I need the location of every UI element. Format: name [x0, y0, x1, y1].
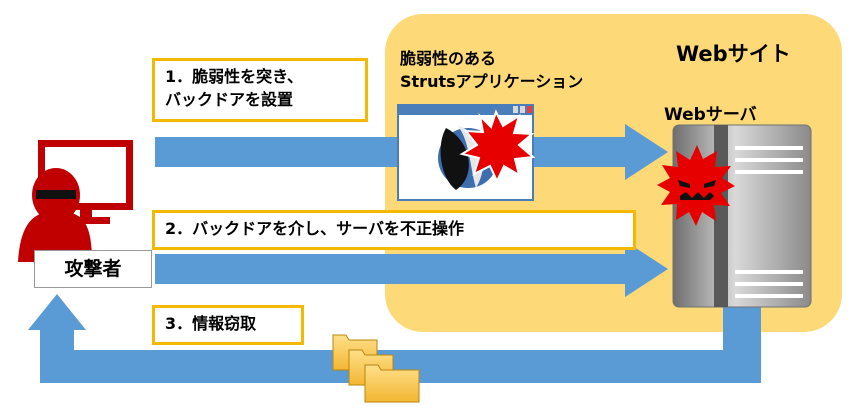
arrow-2-control-server — [155, 241, 668, 297]
step-1-line1: 1．脆弱性を突き、 — [165, 67, 304, 86]
stolen-files-icon — [332, 334, 420, 403]
step-3-box: 3．情報窃取 — [152, 305, 304, 345]
malware-virus-icon — [657, 145, 735, 226]
struts-app-window — [397, 104, 536, 201]
burst-icon — [459, 109, 536, 184]
step-2-box: 2．バックドアを介し、サーバを不正操作 — [152, 210, 636, 250]
vulnerable-app-label: 脆弱性のある Strutsアプリケーション — [400, 47, 583, 93]
attacker-label: 攻撃者 — [34, 250, 152, 288]
arrow-1-install-backdoor — [155, 124, 668, 180]
vulnerable-app-label-line1: 脆弱性のある — [400, 49, 497, 68]
step-1-line2: バックドアを設置 — [165, 90, 294, 109]
vulnerable-app-label-line2: Strutsアプリケーション — [400, 72, 584, 91]
step-1-box: 1．脆弱性を突き、 バックドアを設置 — [152, 58, 368, 122]
step-2-line1: 2．バックドアを介し、サーバを不正操作 — [165, 219, 464, 238]
web-server-label: Webサーバ — [664, 105, 757, 125]
step-3-line1: 3．情報窃取 — [165, 314, 257, 333]
website-title: Webサイト — [676, 42, 791, 66]
arrow-3-exfiltration — [28, 294, 761, 383]
attacker-icon — [18, 140, 133, 262]
